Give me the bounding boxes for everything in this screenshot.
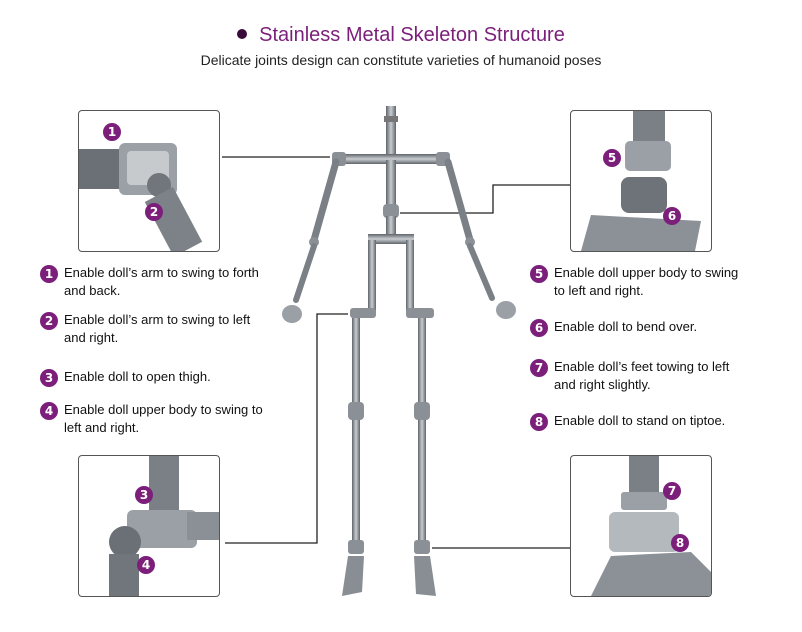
number-badge: 6 bbox=[530, 319, 548, 337]
badge-6: 6 bbox=[663, 207, 681, 225]
feature-item-4: 4 Enable doll upper body to swing to left… bbox=[40, 401, 300, 441]
page-title: Stainless Metal Skeleton Structure bbox=[259, 24, 565, 46]
photo-foot-joint: 7 8 bbox=[570, 455, 712, 597]
number-badge: 5 bbox=[530, 265, 548, 283]
feature-text-line: left and right. bbox=[64, 420, 140, 435]
feature-text-line: and right slightly. bbox=[554, 377, 651, 392]
feature-text-line: Enable doll’s feet towing to left bbox=[554, 359, 730, 374]
badge-1: 1 bbox=[103, 123, 121, 141]
number-badge: 2 bbox=[40, 312, 58, 330]
skeleton-figure bbox=[282, 106, 516, 596]
number-badge: 1 bbox=[40, 265, 58, 283]
number-badge: 3 bbox=[40, 369, 58, 387]
number-badge: 7 bbox=[530, 359, 548, 377]
foot-joint-illustration bbox=[591, 456, 711, 596]
upper-body-joint-illustration bbox=[581, 111, 701, 251]
number-badge: 4 bbox=[40, 402, 58, 420]
feature-text-line: to left and right. bbox=[554, 283, 644, 298]
bullet-dot-icon bbox=[237, 28, 248, 39]
number-badge: 8 bbox=[530, 413, 548, 431]
photo-thigh-joint: 3 4 bbox=[78, 455, 220, 597]
badge-3: 3 bbox=[135, 486, 153, 504]
photo-upper-body-joint: 5 6 bbox=[570, 110, 712, 252]
feature-item-1: 1 Enable doll’s arm to swing to forth and… bbox=[40, 264, 300, 304]
feature-text-line: Enable doll upper body to swing to bbox=[64, 402, 263, 417]
feature-item-8: 8 Enable doll to stand on tiptoe. bbox=[530, 412, 790, 432]
badge-5: 5 bbox=[603, 149, 621, 167]
feature-text-line: and right. bbox=[64, 330, 119, 345]
thigh-joint-illustration bbox=[109, 456, 219, 596]
badge-4: 4 bbox=[137, 556, 155, 574]
badge-7: 7 bbox=[663, 482, 681, 500]
photo-arm-joint: 1 2 bbox=[78, 110, 220, 252]
feature-text-line: and back. bbox=[64, 283, 121, 298]
feature-text-line: Enable doll’s arm to swing to forth bbox=[64, 265, 259, 280]
feature-text-line: Enable doll to open thigh. bbox=[64, 369, 211, 384]
feature-item-7: 7 Enable doll’s feet towing to left and r… bbox=[530, 358, 790, 398]
feature-item-2: 2 Enable doll’s arm to swing to left and … bbox=[40, 311, 300, 351]
feature-item-3: 3 Enable doll to open thigh. bbox=[40, 368, 300, 388]
badge-2: 2 bbox=[145, 203, 163, 221]
title-row: Stainless Metal Skeleton Structure bbox=[0, 24, 802, 47]
feature-text-line: Enable doll to bend over. bbox=[554, 319, 698, 334]
feature-text-line: Enable doll’s arm to swing to left bbox=[64, 312, 251, 327]
arm-joint-illustration bbox=[79, 143, 203, 251]
feature-text-line: Enable doll upper body to swing bbox=[554, 265, 739, 280]
feature-item-5: 5 Enable doll upper body to swing to left… bbox=[530, 264, 790, 304]
page-subtitle: Delicate joints design can constitute va… bbox=[200, 52, 602, 68]
feature-text-line: Enable doll to stand on tiptoe. bbox=[554, 413, 726, 428]
feature-item-6: 6 Enable doll to bend over. bbox=[530, 318, 790, 338]
badge-8: 8 bbox=[671, 534, 689, 552]
